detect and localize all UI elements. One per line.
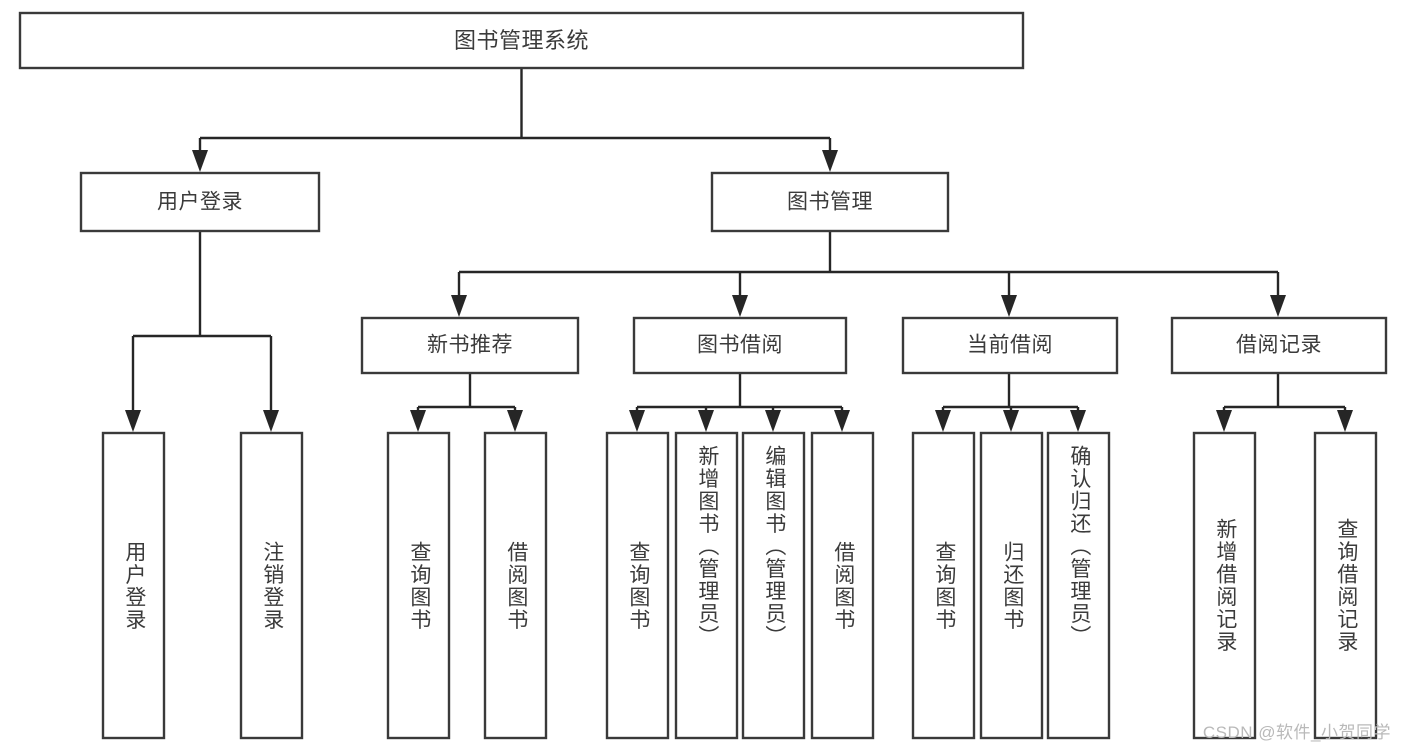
- node-leaf-return-book[interactable]: [979, 431, 1044, 740]
- arrow-head-leaf-borrow-book-1: [507, 410, 523, 432]
- node-leaf-logout-login[interactable]: [239, 431, 304, 740]
- arrow-head-user-login: [192, 150, 208, 172]
- arrow-head-new-book-recommend: [451, 295, 467, 317]
- arrow-head-leaf-query-book-2: [629, 410, 645, 432]
- arrow-head-leaf-query-book-1: [410, 410, 426, 432]
- connector-layer: [125, 68, 1353, 432]
- arrow-head-book-borrow: [732, 295, 748, 317]
- node-borrow-record-label: 借阅记录: [1236, 334, 1322, 357]
- arrow-head-leaf-add-book: [698, 410, 714, 432]
- node-borrow-record[interactable]: [1170, 316, 1388, 375]
- node-root-label: 图书管理系统: [454, 28, 589, 53]
- node-leaf-borrow-book-1[interactable]: [483, 431, 548, 740]
- arrow-head-leaf-borrow-book-2: [834, 410, 850, 432]
- node-leaf-borrow-book-2[interactable]: [810, 431, 875, 740]
- node-new-book-recommend[interactable]: [360, 316, 580, 375]
- node-root[interactable]: [18, 11, 1025, 70]
- node-user-login-label: 用户登录: [157, 191, 243, 214]
- node-new-book-recommend-label: 新书推荐: [427, 334, 513, 357]
- arrow-head-leaf-user-login: [125, 410, 141, 432]
- csdn-watermark: CSDN @软件_小贺同学: [1202, 723, 1391, 742]
- arrow-head-book-manage: [822, 150, 838, 172]
- arrow-head-current-borrow: [1001, 295, 1017, 317]
- arrow-head-borrow-record: [1270, 295, 1286, 317]
- arrow-head-leaf-query-book-3: [935, 410, 951, 432]
- arrow-head-leaf-confirm-return: [1070, 410, 1086, 432]
- arrow-head-leaf-edit-book: [765, 410, 781, 432]
- node-leaf-query-book-1[interactable]: [386, 431, 451, 740]
- node-leaf-user-login[interactable]: [101, 431, 166, 740]
- arrow-head-leaf-add-borrow-record: [1216, 410, 1232, 432]
- node-current-borrow[interactable]: [901, 316, 1119, 375]
- node-book-borrow[interactable]: [632, 316, 848, 375]
- node-book-borrow-label: 图书借阅: [697, 334, 783, 357]
- node-current-borrow-label: 当前借阅: [967, 334, 1053, 357]
- node-leaf-query-book-2[interactable]: [605, 431, 670, 740]
- node-book-manage[interactable]: [710, 171, 950, 233]
- node-leaf-add-book[interactable]: [674, 431, 739, 740]
- node-leaf-confirm-return[interactable]: [1046, 431, 1111, 740]
- arrow-head-leaf-query-borrow-record: [1337, 410, 1353, 432]
- arrow-head-leaf-return-book: [1003, 410, 1019, 432]
- node-leaf-query-borrow-record[interactable]: [1313, 431, 1378, 740]
- node-user-login[interactable]: [79, 171, 321, 233]
- node-layer: 图书管理系统 用户登录 图书管理 新书推荐 图书借阅 当前借阅 借阅记录: [18, 11, 1388, 740]
- node-leaf-add-borrow-record[interactable]: [1192, 431, 1257, 740]
- node-leaf-query-book-3[interactable]: [911, 431, 976, 740]
- node-book-manage-label: 图书管理: [787, 191, 873, 214]
- node-leaf-edit-book[interactable]: [741, 431, 806, 740]
- arrow-head-leaf-logout-login: [263, 410, 279, 432]
